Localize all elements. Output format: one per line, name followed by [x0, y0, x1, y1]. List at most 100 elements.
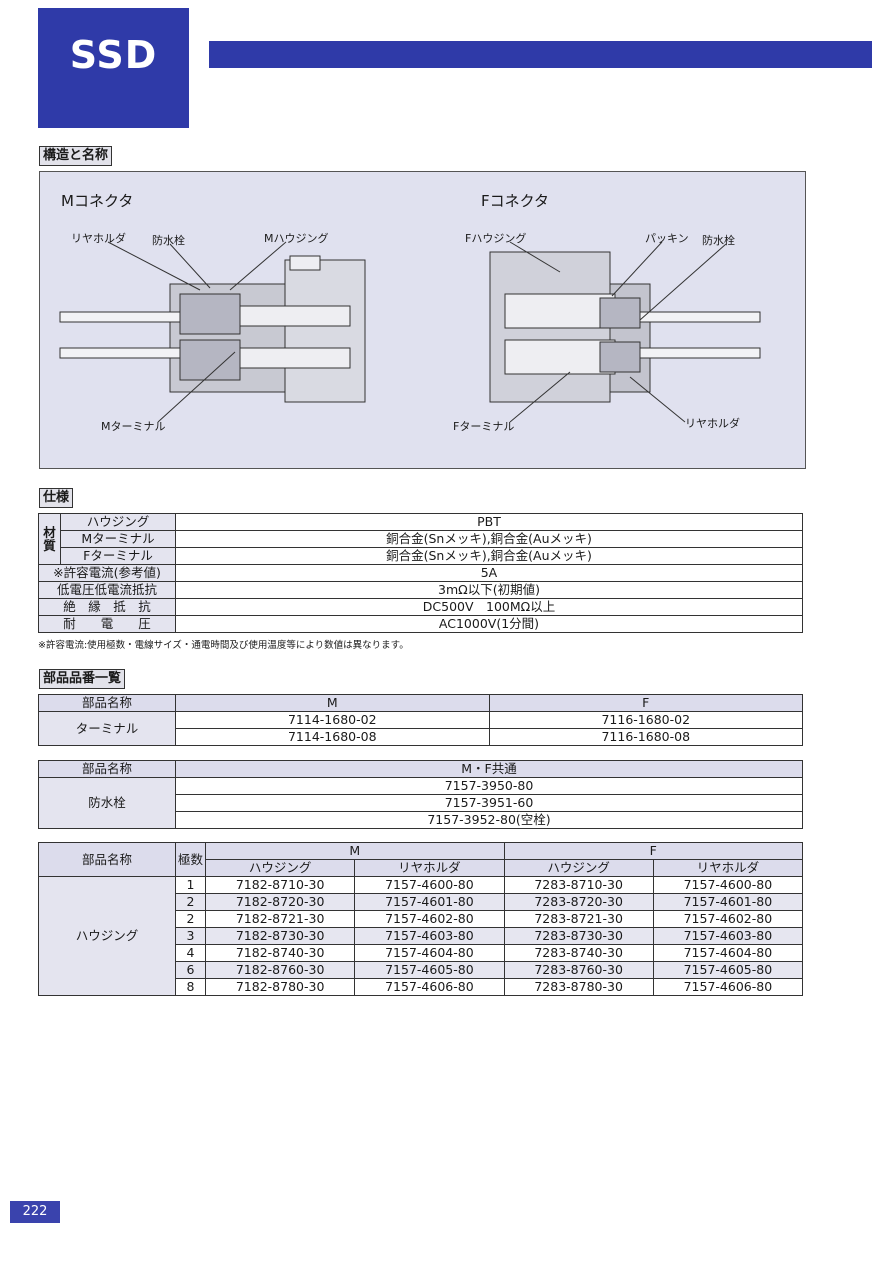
m-connector-drawing: [59, 241, 366, 423]
f-holder-part: 7157-4606-80: [652, 978, 804, 996]
f-packing-label: パッキン: [645, 232, 689, 245]
m-rear-holder-label: リヤホルダ: [71, 232, 126, 245]
f-holder-part: 7157-4602-80: [652, 910, 804, 928]
page-title: SSD: [69, 33, 158, 77]
spec-value: DC500V 100MΩ以上: [175, 598, 803, 616]
table-row: 7114-1680-08 7116-1680-08: [39, 728, 803, 746]
housing-table: 部品名称 極数 M F ハウジング リヤホルダ ハウジング リヤホルダ ハウジン…: [38, 842, 804, 996]
plug-part: 7157-3952-80(空栓): [175, 811, 803, 829]
housing-label: ハウジング: [38, 876, 176, 996]
m-terminal-label: Mターミナル: [101, 420, 166, 433]
header-part-name: 部品名称: [38, 760, 176, 778]
table-row: 低電圧低電流抵抗 3mΩ以下(初期値): [38, 581, 803, 599]
title-bar: [209, 41, 872, 68]
table-row: 防水栓 7157-3950-80: [38, 777, 803, 829]
plug-table: 部品名称 M・F共通 防水栓 7157-3950-80 7157-3951-60…: [38, 760, 803, 829]
m-housing-label: Mハウジング: [264, 232, 329, 245]
spec-label: 絶 縁 抵 抗: [38, 598, 176, 616]
header-m-housing: ハウジング: [204, 859, 356, 877]
f-housing-part: 7283-8710-30: [503, 876, 654, 894]
f-holder-part: 7157-4600-80: [652, 876, 804, 894]
header-part-name: 部品名称: [38, 842, 176, 877]
f-housing-part: 7283-8720-30: [503, 893, 654, 911]
f-plug-label: 防水栓: [702, 234, 735, 247]
f-connector-drawing: [489, 241, 761, 423]
m-housing-part: 7182-8780-30: [204, 978, 356, 996]
table-row: 部品名称 M・F共通: [38, 760, 803, 778]
header-f: F: [503, 842, 803, 860]
f-housing-part: 7283-8721-30: [503, 910, 654, 928]
spec-value: 銅合金(Snメッキ),銅合金(Auメッキ): [175, 530, 803, 548]
structure-diagram: Mコネクタ Fコネクタ リヤホルダ 防水栓 Mハウジング Mターミナル Fハウジ…: [39, 171, 806, 469]
f-connector-title: Fコネクタ: [481, 192, 550, 210]
section-structure-label: 構造と名称: [39, 146, 113, 166]
f-housing-label: Fハウジング: [465, 232, 527, 245]
table-row: ターミナル 7114-1680-02 7116-1680-02: [38, 711, 803, 746]
spec-label: 低電圧低電流抵抗: [38, 581, 176, 599]
table-row: 部品名称 M F: [38, 694, 803, 712]
table-row: 絶 縁 抵 抗 DC500V 100MΩ以上: [38, 598, 803, 616]
m-housing-part: 7182-8721-30: [204, 910, 356, 928]
m-housing-part: 7182-8730-30: [204, 927, 356, 945]
poles-cell: 2: [175, 910, 206, 928]
m-housing-part: 7182-8710-30: [204, 876, 356, 894]
terminal-label: ターミナル: [38, 711, 176, 746]
table-row: 7157-3952-80(空栓): [39, 811, 803, 829]
header-m-holder: リヤホルダ: [354, 859, 505, 877]
plug-part: 7157-3950-80: [175, 777, 803, 795]
header-part-name: 部品名称: [38, 694, 176, 712]
spec-label: ※許容電流(参考値): [38, 564, 176, 582]
m-holder-part: 7157-4600-80: [354, 876, 505, 894]
section-parts-label: 部品品番一覧: [39, 669, 126, 689]
header-common: M・F共通: [175, 760, 803, 778]
f-housing-part: 7283-8760-30: [503, 961, 654, 979]
spec-note: ※許容電流:使用極数・電線サイズ・通電時間及び使用温度等により数値は異なります。: [38, 640, 409, 651]
m-housing-part: 7182-8760-30: [204, 961, 356, 979]
section-spec-label: 仕様: [39, 488, 74, 508]
material-group-label: 材質: [38, 513, 61, 565]
title-block: [38, 8, 189, 128]
header-f: F: [488, 694, 803, 712]
terminal-table: 部品名称 M F ターミナル 7114-1680-02 7116-1680-02…: [38, 694, 803, 746]
m-housing-part: 7182-8740-30: [204, 944, 356, 962]
table-row: ※許容電流(参考値) 5A: [38, 564, 803, 582]
table-row: Fターミナル 銅合金(Snメッキ),銅合金(Auメッキ): [39, 547, 803, 565]
f-terminal-label: Fターミナル: [453, 420, 515, 433]
f-holder-part: 7157-4601-80: [652, 893, 804, 911]
f-housing-part: 7283-8780-30: [503, 978, 654, 996]
m-housing-part: 7182-8720-30: [204, 893, 356, 911]
table-row: 材質 ハウジング PBT: [38, 513, 803, 565]
poles-cell: 4: [175, 944, 206, 962]
spec-value: 銅合金(Snメッキ),銅合金(Auメッキ): [175, 547, 803, 565]
spec-label: ハウジング: [60, 513, 176, 531]
poles-cell: 8: [175, 978, 206, 996]
m-holder-part: 7157-4601-80: [354, 893, 505, 911]
f-housing-part: 7283-8740-30: [503, 944, 654, 962]
header-f-housing: ハウジング: [503, 859, 654, 877]
f-terminal-part: 7116-1680-08: [488, 728, 803, 746]
plug-label: 防水栓: [38, 777, 176, 829]
page-number: 222: [10, 1201, 60, 1223]
table-row: ハウジング リヤホルダ ハウジング リヤホルダ: [39, 859, 804, 877]
m-plug-label: 防水栓: [152, 234, 185, 247]
f-holder-part: 7157-4605-80: [652, 961, 804, 979]
f-holder-part: 7157-4604-80: [652, 944, 804, 962]
header-m: M: [175, 694, 490, 712]
header-m: M: [205, 842, 505, 860]
spec-label: Mターミナル: [60, 530, 176, 548]
spec-label: Fターミナル: [60, 547, 176, 565]
poles-cell: 3: [175, 927, 206, 945]
m-terminal-part: 7114-1680-02: [175, 711, 490, 729]
m-holder-part: 7157-4606-80: [354, 978, 505, 996]
spec-value: AC1000V(1分間): [175, 615, 803, 633]
m-holder-part: 7157-4603-80: [354, 927, 505, 945]
spec-table: 材質 ハウジング PBT Mターミナル 銅合金(Snメッキ),銅合金(Auメッキ…: [38, 513, 803, 633]
table-row: 耐 電 圧 AC1000V(1分間): [38, 615, 803, 633]
m-connector-title: Mコネクタ: [61, 192, 134, 210]
m-holder-part: 7157-4605-80: [354, 961, 505, 979]
